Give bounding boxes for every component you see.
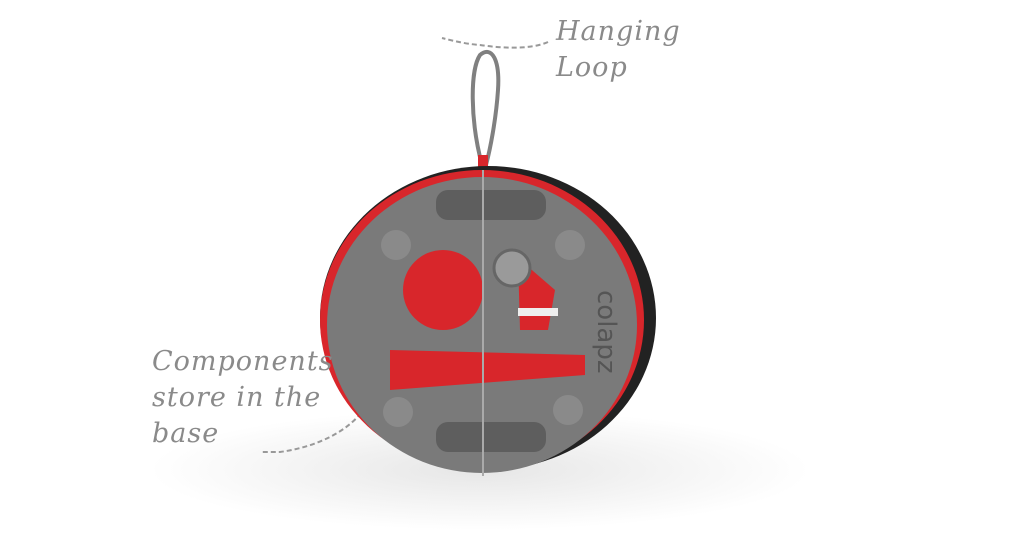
handle-slot-bottom — [436, 422, 546, 452]
hanging-arrow — [441, 37, 549, 49]
label-line: store in the — [152, 382, 322, 413]
shower-rose — [403, 250, 483, 330]
label-line: base — [152, 418, 220, 449]
spout — [390, 350, 585, 390]
label-line: Hanging — [556, 16, 681, 47]
components-label: Components store in the base — [152, 344, 334, 452]
label-line: Loop — [556, 52, 628, 83]
loop-clip — [478, 155, 488, 173]
label-line: Components — [152, 346, 334, 377]
hanging-loop-label: Hanging Loop — [556, 14, 681, 86]
product-logo: colapz — [591, 290, 621, 374]
hanging-loop — [470, 50, 501, 166]
handle-slot-top — [436, 190, 546, 220]
